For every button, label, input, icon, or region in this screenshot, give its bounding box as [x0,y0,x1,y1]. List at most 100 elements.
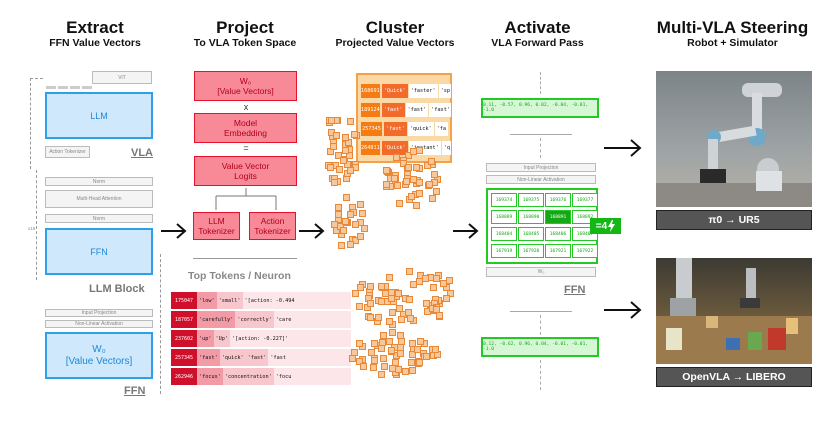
projected-vector-point [432,275,440,283]
llm-tokenizer-box: LLM Tokenizer [193,212,240,240]
projected-vector-point [426,180,434,188]
times-symbol: x [243,102,249,112]
llm-label: LLM [90,110,108,121]
header-steering-subtitle: Robot + Simulator [687,37,778,49]
projected-vector-point [356,201,364,209]
activate-wo-label: W₀ [537,269,545,275]
projected-vector-point [370,357,378,365]
activate-bottom-vector: 0.12, -0.62, 0.96, 0.04, -0.01, -0.01, -… [481,337,599,357]
projected-vector-point [352,290,360,298]
projected-vector-point [341,147,349,155]
cluster-token: 'Quick' [381,140,408,155]
image-patches [46,86,92,89]
projected-vector-point [436,312,444,320]
logits-box: Value Vector Logits [194,156,297,186]
projected-vector-point [380,354,388,362]
top-token-id: 175047 [171,292,197,309]
cluster-token: 'faster' [408,83,438,98]
projected-vector-point [355,340,363,348]
header-cluster-title: Cluster [365,18,425,37]
mha-label: Multi-Head Attention [76,196,122,202]
projected-vector-point [366,283,374,291]
projected-vector-point [381,362,389,370]
projected-vector-point [395,199,403,207]
cluster-token: 'q [441,140,451,155]
projected-vector-point [369,364,377,372]
activation-cell: 169377 [572,193,598,207]
projected-vector-point [394,181,402,189]
activation-cell-highlighted: 168891 [545,210,571,224]
llm-block-label: LLM Block [89,283,145,295]
top-token: 'small' [216,292,243,309]
llm-tokenizer-line2: Tokenizer [198,226,235,236]
projected-vector-point [409,367,417,375]
header-cluster: Cluster Projected Value Vectors [325,18,465,49]
top-token: 'Up' [213,330,230,347]
projected-vector-point [429,194,437,202]
activate-nonlinear: Non-Linear Activation [486,175,596,184]
activate-divider-top [510,134,572,135]
w0-extract-line2: [Value Vectors] [65,355,133,367]
projected-vector-point [367,313,374,321]
projected-vector-point [423,300,431,308]
header-activate: Activate VLA Forward Pass [475,18,600,49]
activation-cell: 168890 [518,210,544,224]
top-token-row: 187057 'carefully' 'correctly' 'care [171,311,351,328]
input-projection-box: Input Projection [45,309,153,317]
projected-vector-point [394,290,402,298]
robot-arm-icon [656,83,812,207]
activation-cell: 167920 [518,244,544,258]
cluster-token: 'fast' [429,102,451,117]
projected-vector-point [423,353,431,361]
projected-vector-point [379,332,387,340]
projected-vector-point [327,128,335,136]
norm-mid-box: Norm [45,214,153,223]
projected-vector-point [339,157,347,165]
projected-vector-point [396,350,404,358]
top-token-row: 257345 'fast' 'quick' 'fast' 'fast [171,349,351,366]
projected-vector-point [410,148,418,156]
projected-vector-point [330,179,338,187]
arrow-extract-project [161,223,187,239]
projected-vector-point [409,351,417,359]
logits-line2: Logits [234,171,257,181]
project-divider [193,258,297,259]
header-extract: Extract FFN Value Vectors [30,18,160,49]
top-token: 'low' [197,292,217,309]
libero-sim-image [656,258,812,364]
projected-vector-point [338,241,346,249]
projected-vector-point [406,296,414,304]
projected-vector-point [389,329,397,337]
nonlinear-label: Non-Linear Activation [75,321,123,327]
header-steering: Multi-VLA Steering Robot + Simulator [640,18,825,49]
header-activate-title: Activate [504,18,571,37]
activate-top-dashes [540,72,542,94]
top-token: 'up' [197,330,214,347]
mha-box: Multi-Head Attention [45,190,153,208]
projected-vector-point [402,178,410,186]
vla-label: VLA [131,147,153,159]
cluster-token: 'fast' [405,102,429,117]
top-token: 'focu [273,368,351,385]
projected-vector-point [421,274,429,282]
llm-block-bracket [36,170,45,280]
projected-vector-point [335,152,343,159]
projected-vector-point [404,163,412,171]
projected-vector-point [339,226,347,234]
projected-vector-point [378,339,386,347]
projected-vector-point [377,282,385,290]
ffn-bracket [148,254,161,394]
cluster-token: 'fa [434,121,448,136]
top-token: 'concentration' [222,368,274,385]
projected-vector-point [416,358,424,366]
arrow-project-cluster [299,223,325,239]
vit-label: ViT [118,74,126,81]
projected-vector-point [328,116,336,124]
activate-bottom-dashes [540,360,542,390]
model-embedding-line1: Model [233,118,258,128]
activation-cell: 168404 [491,227,517,241]
activate-ffn-label: FFN [564,284,586,296]
projected-vector-point [366,299,374,307]
projected-vector-point [389,309,397,317]
cluster-row: 257345 'fast' 'quick' 'fa [361,120,451,137]
